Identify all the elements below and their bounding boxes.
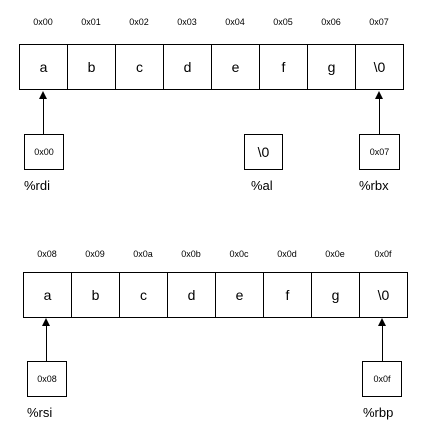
memory-cell: g	[311, 272, 360, 318]
arrowhead	[39, 91, 47, 99]
rsi-register-label: %rsi	[27, 405, 53, 420]
arrowhead	[378, 318, 386, 326]
address-label: 0x0d	[277, 249, 297, 259]
address-label: 0x05	[273, 17, 293, 27]
arrow-line	[379, 98, 380, 134]
address-label: 0x09	[85, 249, 105, 259]
address-label: 0x0f	[374, 249, 392, 259]
arrowhead	[42, 318, 50, 326]
address-label: 0x0b	[181, 249, 201, 259]
memory-cell: c	[119, 272, 168, 318]
address-label: 0x0a	[133, 249, 153, 259]
memory-cell: d	[167, 272, 216, 318]
al-register-label: %al	[251, 178, 273, 193]
al-register-box: \0	[244, 134, 283, 170]
memory-cell: d	[163, 44, 212, 90]
memory-cell: b	[71, 272, 120, 318]
rbp-register-box: 0x0f	[362, 361, 402, 397]
rbx-register-box: 0x07	[359, 134, 400, 170]
address-label: 0x04	[225, 17, 245, 27]
arrow-line	[382, 325, 383, 361]
address-label: 0x0e	[325, 249, 345, 259]
memory-cell: \0	[355, 44, 404, 90]
rbx-register-label: %rbx	[359, 178, 389, 193]
arrow-line	[46, 325, 47, 361]
memory-cell: f	[263, 272, 312, 318]
address-label: 0x0c	[229, 249, 249, 259]
address-label: 0x02	[129, 17, 149, 27]
address-label: 0x07	[369, 17, 389, 27]
address-label: 0x01	[81, 17, 101, 27]
rsi-register-box: 0x08	[27, 361, 67, 397]
memory-cell: a	[23, 272, 72, 318]
address-label: 0x00	[33, 17, 53, 27]
address-label: 0x06	[321, 17, 341, 27]
memory-cell: b	[67, 44, 116, 90]
memory-cell: a	[19, 44, 68, 90]
arrowhead	[375, 91, 383, 99]
memory-cell: c	[115, 44, 164, 90]
memory-cell: g	[307, 44, 356, 90]
rdi-register-label: %rdi	[24, 178, 51, 193]
address-label: 0x08	[37, 249, 57, 259]
memory-cell: f	[259, 44, 308, 90]
rbp-register-label: %rbp	[363, 405, 394, 420]
memory-cell: e	[215, 272, 264, 318]
address-label: 0x03	[177, 17, 197, 27]
rdi-register-box: 0x00	[24, 134, 64, 170]
memory-cell: e	[211, 44, 260, 90]
arrow-line	[43, 98, 44, 134]
memory-cell: \0	[359, 272, 408, 318]
